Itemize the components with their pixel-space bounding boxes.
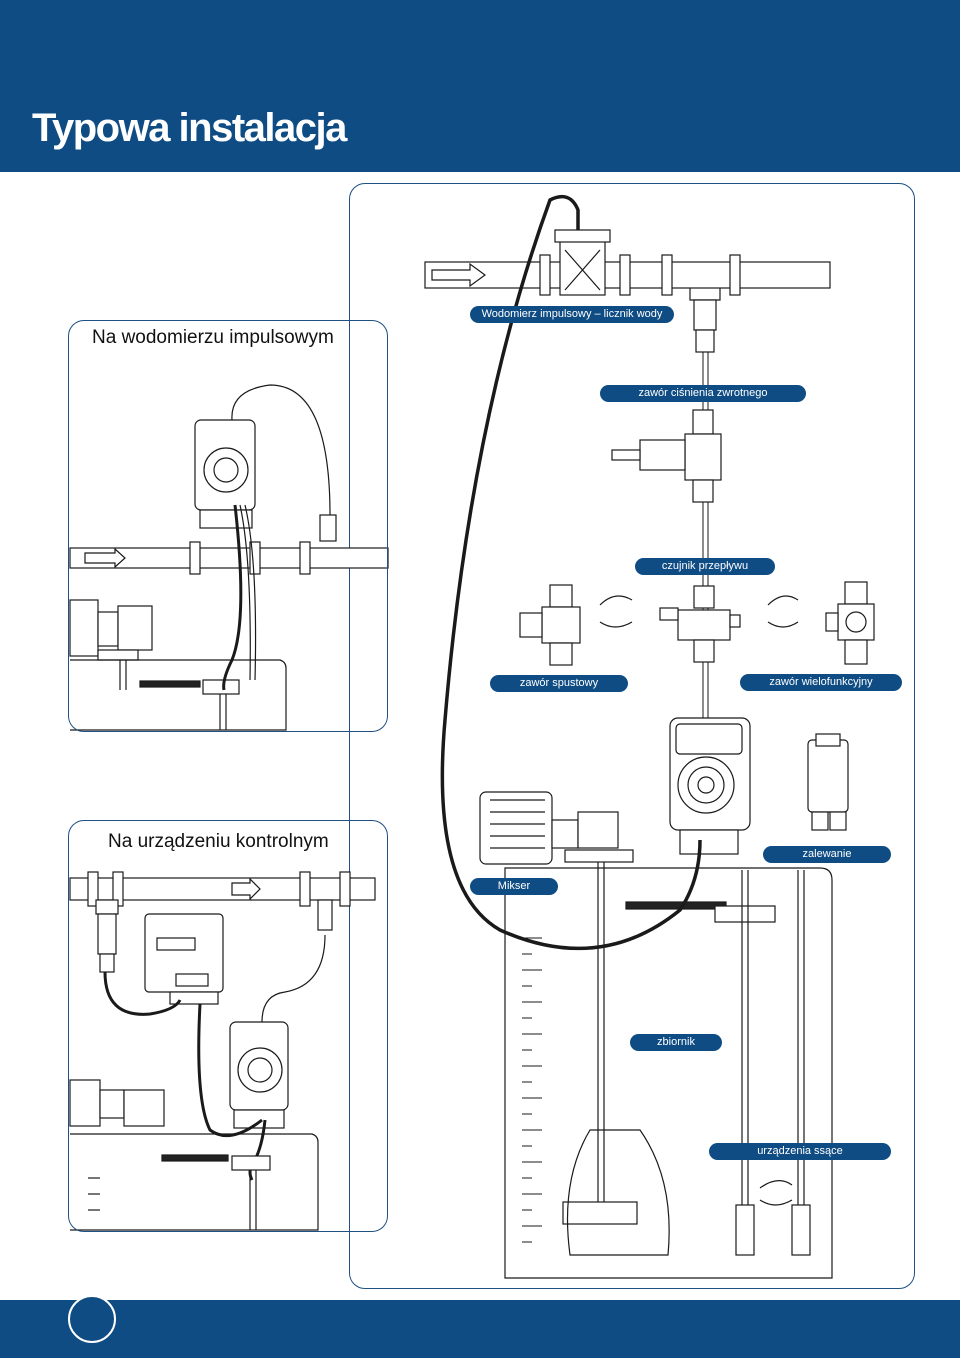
impulse-meter-panel: [68, 320, 388, 732]
water-meter-label: Wodomierz impulsowy – licznik wody: [470, 306, 674, 323]
control-device-panel: [68, 820, 388, 1232]
control-device-panel-title: Na urządzeniu kontrolnym: [108, 831, 329, 852]
suction-devices-label: urządzenia ssące: [709, 1143, 891, 1160]
drain-valve-label: zawór spustowy: [490, 675, 628, 692]
mixer-label: Mikser: [470, 878, 558, 895]
priming-label: zalewanie: [763, 846, 891, 863]
tank-label: zbiornik: [630, 1034, 722, 1051]
footer-band: [0, 1300, 960, 1358]
back-pressure-valve-label: zawór ciśnienia zwrotnego: [600, 385, 806, 402]
page-number-circle: [68, 1295, 116, 1343]
page-title: Typowa instalacja: [32, 106, 347, 150]
flow-sensor-label: czujnik przepływu: [635, 558, 775, 575]
impulse-meter-panel-title: Na wodomierzu impulsowym: [92, 327, 334, 348]
header-band: [0, 0, 960, 172]
multifunction-valve-label: zawór wielofunkcyjny: [740, 674, 902, 691]
